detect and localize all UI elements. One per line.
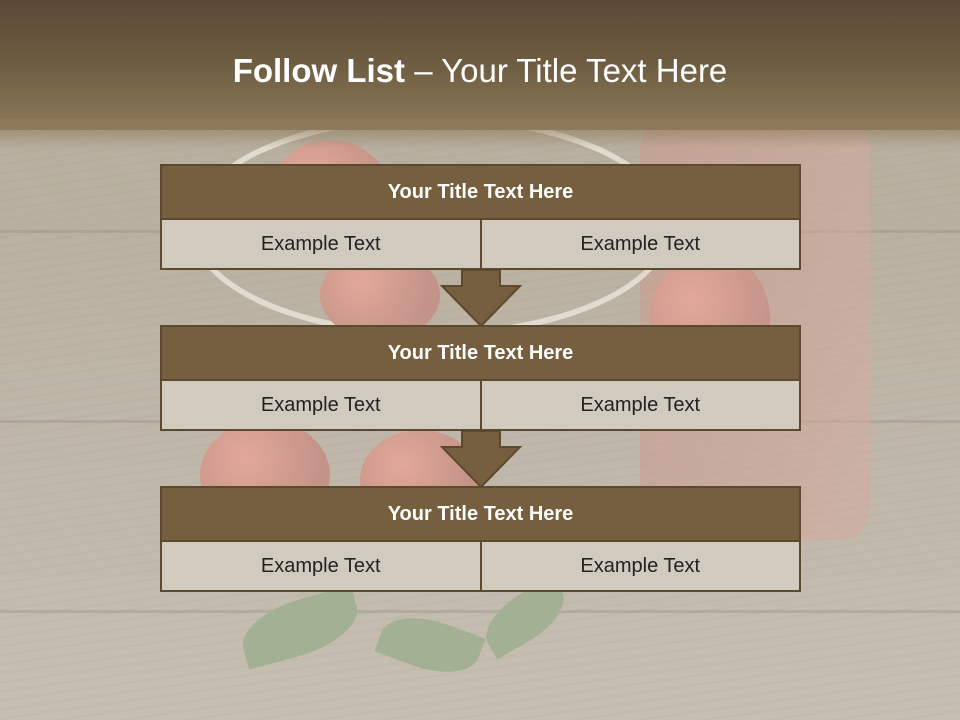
block-title: Your Title Text Here [160, 325, 801, 381]
block-cell-left: Example Text [162, 220, 480, 268]
list-block-1: Your Title Text Here Example Text Exampl… [160, 164, 801, 270]
block-cell-right: Example Text [479, 381, 799, 429]
slide-title-bold: Follow List [232, 52, 406, 89]
block-title: Your Title Text Here [160, 486, 801, 542]
block-title: Your Title Text Here [160, 164, 801, 220]
down-arrow-icon [440, 431, 522, 489]
header-fade [0, 118, 960, 148]
block-cell-right: Example Text [479, 542, 799, 590]
slide-title: Follow List – Your Title Text Here [0, 52, 960, 90]
header-band [0, 0, 960, 130]
list-block-3: Your Title Text Here Example Text Exampl… [160, 486, 801, 592]
block-cell-right: Example Text [479, 220, 799, 268]
down-arrow-icon [440, 270, 522, 328]
list-block-2: Your Title Text Here Example Text Exampl… [160, 325, 801, 431]
block-cell-left: Example Text [162, 542, 480, 590]
slide-title-rest: – Your Title Text Here [405, 52, 728, 89]
block-row: Example Text Example Text [160, 381, 801, 431]
block-cell-left: Example Text [162, 381, 480, 429]
block-row: Example Text Example Text [160, 542, 801, 592]
block-row: Example Text Example Text [160, 220, 801, 270]
